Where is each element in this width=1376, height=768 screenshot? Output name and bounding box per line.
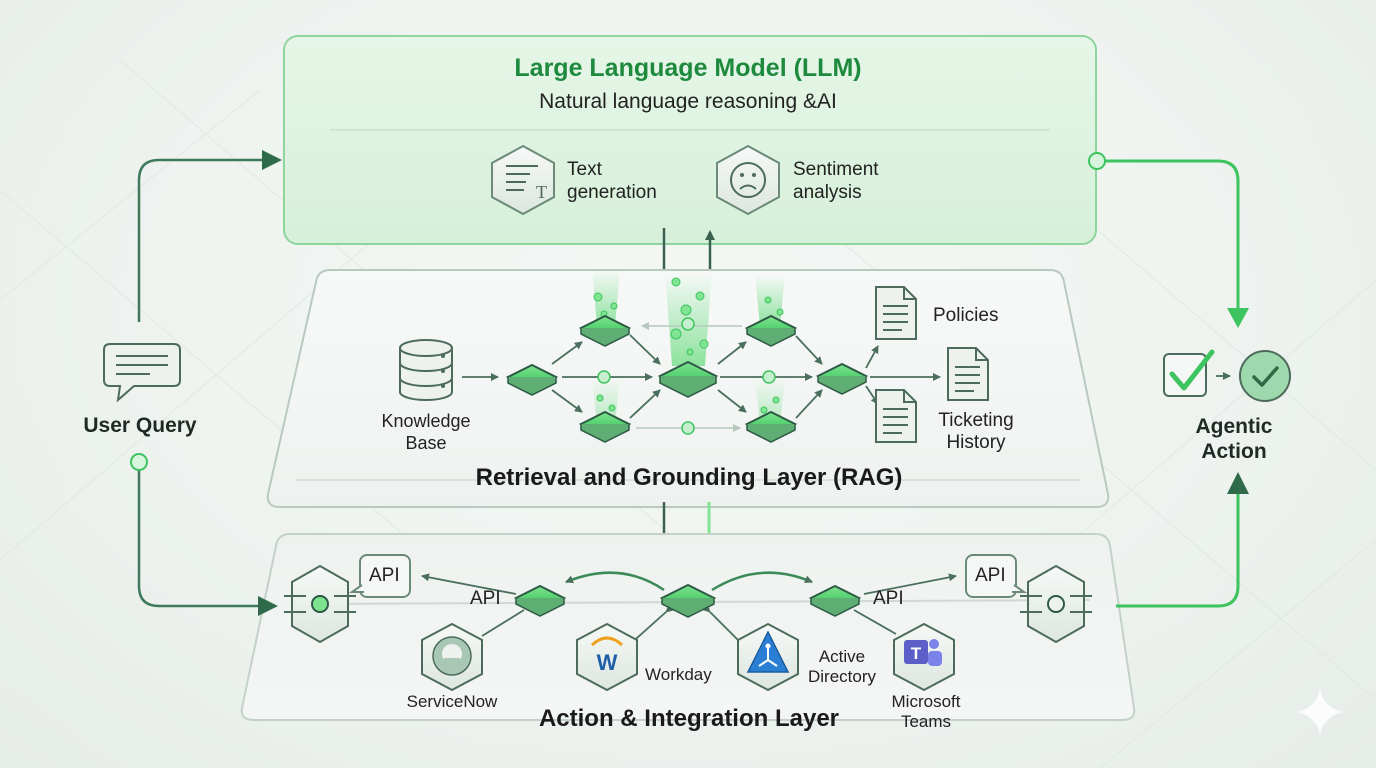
sentiment-icon: [716, 144, 780, 216]
document-icon: [875, 286, 917, 340]
feature-text-generation: Text generation: [567, 159, 657, 203]
action-title: Action & Integration Layer: [538, 705, 840, 732]
api-badge-right-text: API: [975, 565, 1006, 586]
workday-label: Workday: [645, 665, 712, 684]
llm-to-agentic-arrow: [1104, 159, 1240, 310]
svg-text:T: T: [536, 182, 547, 202]
api-badge-right: [965, 554, 1028, 598]
policies-label: Policies: [933, 305, 999, 326]
llm-subtitle: Natural language reasoning &AI: [539, 90, 837, 113]
query-to-action-arrow: [137, 470, 268, 608]
action-to-agentic-arrow: [1116, 492, 1240, 608]
llm-title: Large Language Model (LLM): [514, 54, 862, 82]
active-directory-label: Active Directory: [807, 647, 876, 686]
ticketing-history-label: Ticketing History: [938, 410, 1014, 453]
rag-title: Retrieval and Grounding Layer (RAG): [475, 464, 903, 491]
gateway-icon: [1020, 564, 1092, 644]
agentic-action-label: Agentic Action: [1195, 415, 1273, 463]
knowledge-base-label: Knowledge Base: [381, 411, 471, 453]
database-icon: [399, 339, 453, 401]
check-circle-icon: [1239, 350, 1291, 402]
active-directory-icon: [737, 622, 799, 692]
servicenow-label: ServiceNow: [406, 692, 498, 711]
api-left-label: API: [470, 588, 501, 609]
feature-sentiment-analysis: Sentiment analysis: [793, 159, 879, 203]
chat-bubble-icon: [103, 343, 181, 403]
api-badge-left: [348, 554, 411, 598]
microsoft-teams-label: Microsoft Teams: [891, 692, 961, 731]
particles: [593, 277, 784, 414]
document-icon: [875, 389, 917, 443]
llm-panel: [283, 35, 1097, 245]
microsoft-teams-icon: T: [893, 622, 955, 692]
rag-network-nodes: [505, 314, 869, 443]
text-generation-icon: T: [491, 144, 555, 216]
servicenow-icon: [421, 622, 483, 692]
api-badge-left-text: API: [369, 565, 400, 586]
query-to-llm-arrow: [137, 158, 272, 322]
sparkle-icon: [1296, 688, 1344, 736]
action-network-nodes: [513, 583, 862, 618]
svg-text:W: W: [597, 650, 618, 675]
user-query-label: User Query: [83, 414, 197, 437]
checkbox-icon: [1163, 349, 1215, 397]
gateway-icon: [284, 564, 356, 644]
workday-icon: W: [576, 622, 638, 692]
document-icon: [947, 347, 989, 401]
api-right-label: API: [873, 588, 904, 609]
svg-text:T: T: [911, 644, 922, 663]
